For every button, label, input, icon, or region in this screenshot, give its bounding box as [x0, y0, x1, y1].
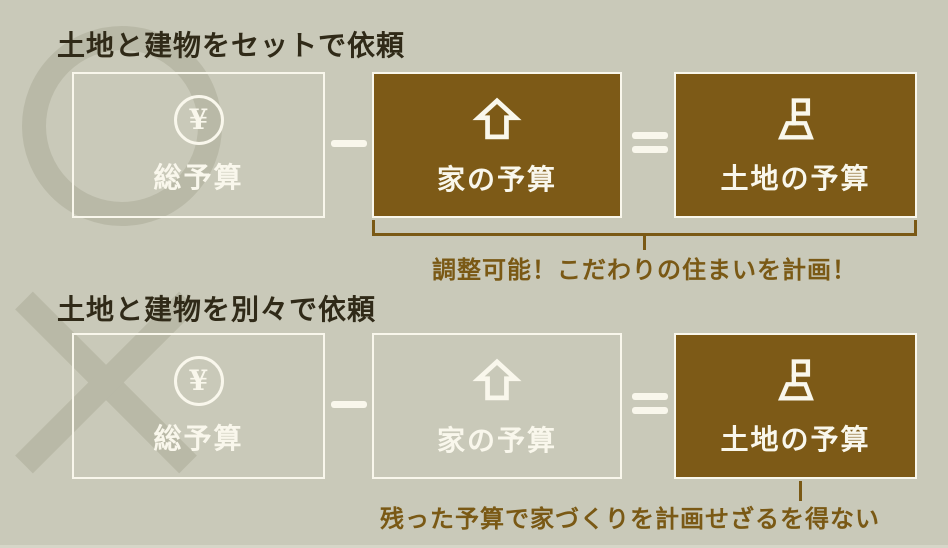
section-set-heading: 土地と建物をセットで依頼: [57, 29, 406, 62]
house-budget-label: 家の予算: [436, 423, 557, 457]
total-budget-box-set: ¥ 総予算: [72, 72, 325, 218]
house-icon: [472, 97, 522, 139]
land-budget-label: 土地の予算: [720, 422, 871, 456]
house-icon: [472, 358, 522, 400]
house-budget-box-set: 家の予算: [372, 72, 622, 218]
equals-operator-icon: [632, 132, 668, 153]
total-budget-label: 総予算: [153, 421, 244, 455]
land-caption-tick: [799, 481, 802, 501]
yen-icon: ¥: [173, 355, 224, 406]
total-budget-box-separate: ¥ 総予算: [72, 333, 325, 479]
house-budget-box-separate: 家の予算: [372, 333, 622, 479]
land-budget-box-separate: 土地の予算: [674, 333, 917, 479]
land-plot-icon: [777, 358, 814, 400]
yen-symbol: ¥: [188, 363, 209, 397]
bracket-line: [372, 233, 917, 236]
bracket-left-tick: [372, 220, 375, 235]
equals-operator-icon: [632, 393, 668, 414]
yen-symbol: ¥: [188, 102, 209, 136]
total-budget-label: 総予算: [153, 160, 244, 194]
separate-caption: 残った予算で家づくりを計画せざるを得ない: [380, 504, 880, 533]
minus-operator-icon: [331, 140, 367, 147]
bottom-edge-strip: [0, 545, 948, 548]
set-caption: 調整可能！こだわりの住まいを計画！: [432, 255, 857, 284]
house-budget-label: 家の予算: [436, 162, 557, 196]
land-budget-box-set: 土地の予算: [674, 72, 917, 218]
land-plot-icon: [777, 97, 814, 139]
section-separate-heading: 土地と建物を別々で依頼: [57, 293, 377, 326]
yen-icon: ¥: [173, 94, 224, 145]
land-budget-label: 土地の予算: [720, 161, 871, 195]
bracket-right-tick: [914, 220, 917, 235]
minus-operator-icon: [331, 401, 367, 408]
bracket-center-tick: [643, 235, 646, 250]
